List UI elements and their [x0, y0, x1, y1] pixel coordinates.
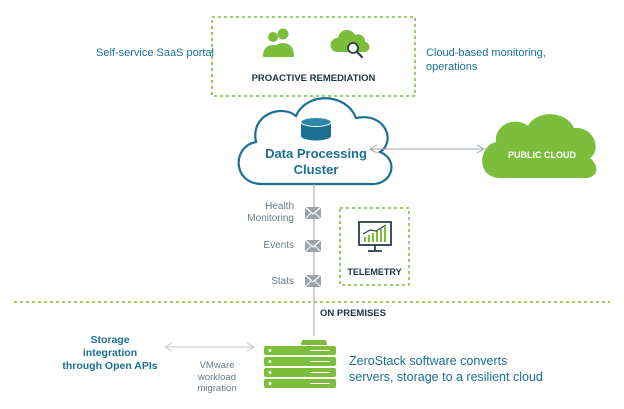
cluster-label-line2: Cluster [293, 162, 339, 177]
storage-integration-label-line1: Storage [90, 334, 130, 346]
health-monitoring-label: Health Monitoring [230, 201, 294, 225]
vmware-migration-label-line3: migration [197, 383, 237, 394]
stats-envelope-icon [304, 274, 322, 288]
proactive-remediation-box [211, 16, 416, 97]
cloud-monitoring-label: Cloud-based monitoring, operations [426, 47, 546, 75]
storage-integration-label-line3: through Open APIs [62, 360, 158, 372]
vmware-migration-label-line1: VMware [199, 360, 235, 371]
on-premises-label: ON PREMISES [320, 308, 386, 319]
events-envelope-icon [304, 239, 322, 253]
cloud-monitoring-label-line1: Cloud-based monitoring, [426, 47, 546, 59]
chart-monitor-icon [358, 221, 392, 252]
public-cloud-label: PUBLIC CLOUD [508, 150, 576, 160]
health-monitoring-label-line2: Monitoring [247, 213, 294, 224]
health-monitoring-envelope-icon [304, 206, 322, 220]
vmware-migration-label: VMware workload migration [186, 360, 248, 395]
cluster-label-line1: Data Processing [265, 146, 367, 161]
storage-integration-label-line2: integration [82, 347, 138, 359]
cluster-label: Data Processing Cluster [250, 146, 382, 178]
public-cloud-shape [482, 114, 597, 179]
zerostack-description-line1: ZeroStack software converts [349, 354, 508, 368]
database-icon [300, 117, 332, 141]
users-icon [263, 28, 294, 57]
saas-portal-label: Self-service SaaS portal [96, 47, 214, 59]
stats-label: Stats [271, 276, 294, 287]
cloud-search-icon [330, 30, 370, 59]
proactive-remediation-title: PROACTIVE REMEDIATION [251, 73, 376, 84]
telemetry-box [339, 207, 410, 286]
telemetry-label: TELEMETRY [347, 267, 402, 277]
health-monitoring-label-line1: Health [265, 201, 294, 212]
cluster-public-cloud-arrow [368, 144, 486, 154]
zerostack-description-line2: servers, storage to a resilient cloud [349, 370, 543, 384]
zerostack-description: ZeroStack software converts servers, sto… [349, 353, 543, 385]
data-processing-cloud [237, 97, 393, 186]
server-stack-icon [264, 336, 336, 388]
vmware-migration-label-line2: workload [197, 371, 237, 383]
cloud-monitoring-label-line2: operations [426, 60, 478, 73]
storage-server-arrow [163, 342, 256, 352]
events-label: Events [263, 240, 294, 251]
storage-integration-label: Storage integration through Open APIs [60, 334, 160, 373]
